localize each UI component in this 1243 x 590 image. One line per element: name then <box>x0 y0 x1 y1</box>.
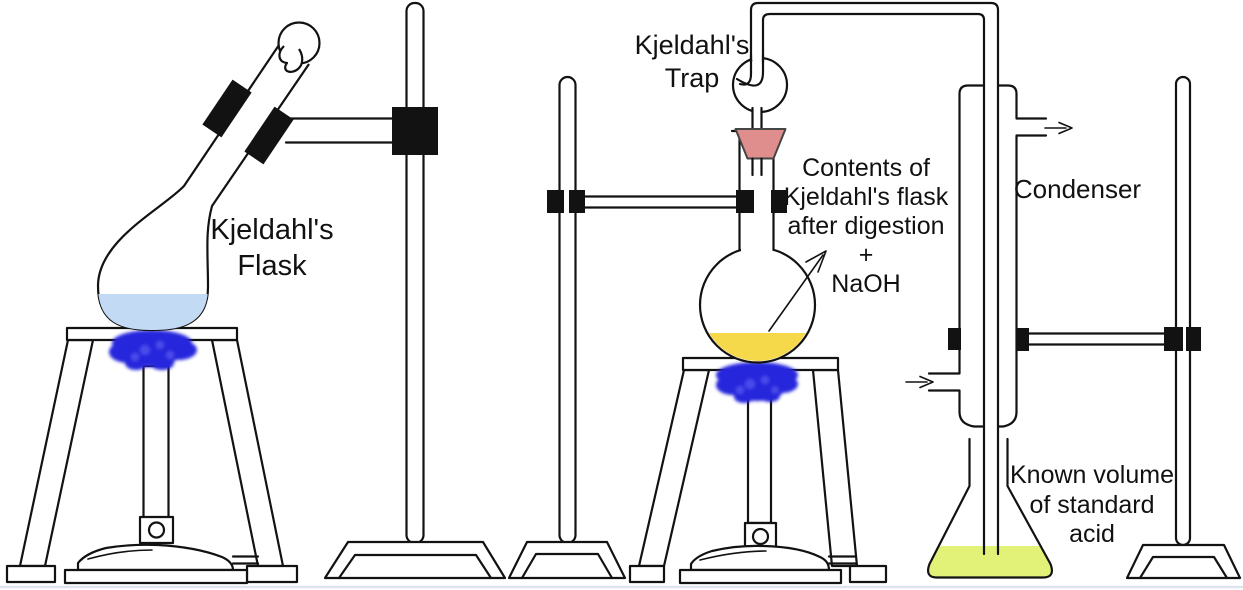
clamp-arm-middle <box>582 195 739 209</box>
tripod-middle <box>628 356 888 584</box>
right-clamp-blocks <box>1164 327 1201 351</box>
flask-neck-clamp <box>547 190 787 213</box>
kjeldahl-trap <box>731 56 789 177</box>
bunsen-burner-left <box>63 364 260 585</box>
gas-inlet-middle <box>827 555 858 565</box>
bunsen-burner-middle <box>678 395 858 585</box>
water-inlet <box>927 372 961 392</box>
water-in-arrow <box>905 375 934 389</box>
burner-air-hole-middle <box>751 527 770 546</box>
bottom-border <box>0 585 1243 589</box>
rubber-stopper <box>734 128 787 160</box>
retort-stand-middle <box>507 75 627 580</box>
clamp-arm-left <box>284 107 438 155</box>
clamp-jaw-upper <box>202 79 252 138</box>
water-out-arrow <box>1044 121 1073 135</box>
retort-stand-right <box>1125 75 1242 580</box>
gas-inlet-left <box>231 555 260 565</box>
acid-liquid <box>928 546 1052 578</box>
vapour-delivery-tube <box>735 1 1000 556</box>
condenser-clamp <box>948 328 1166 351</box>
burner-flame-left <box>109 330 197 370</box>
trap-inner-hook <box>735 53 765 87</box>
stopper-waist <box>278 45 304 73</box>
clamp-boss-left <box>392 107 438 155</box>
water-outlet <box>1015 117 1048 137</box>
clamp-jaw-lower <box>244 106 294 165</box>
sample-liquid <box>98 294 214 330</box>
kjeldahl-flask <box>96 21 321 332</box>
burner-flame-middle <box>716 362 798 403</box>
round-bottom-flask <box>698 129 817 364</box>
contents-pointer-arrow <box>768 250 827 332</box>
retort-stand-left <box>323 1 507 580</box>
burner-air-hole-left <box>147 521 166 539</box>
